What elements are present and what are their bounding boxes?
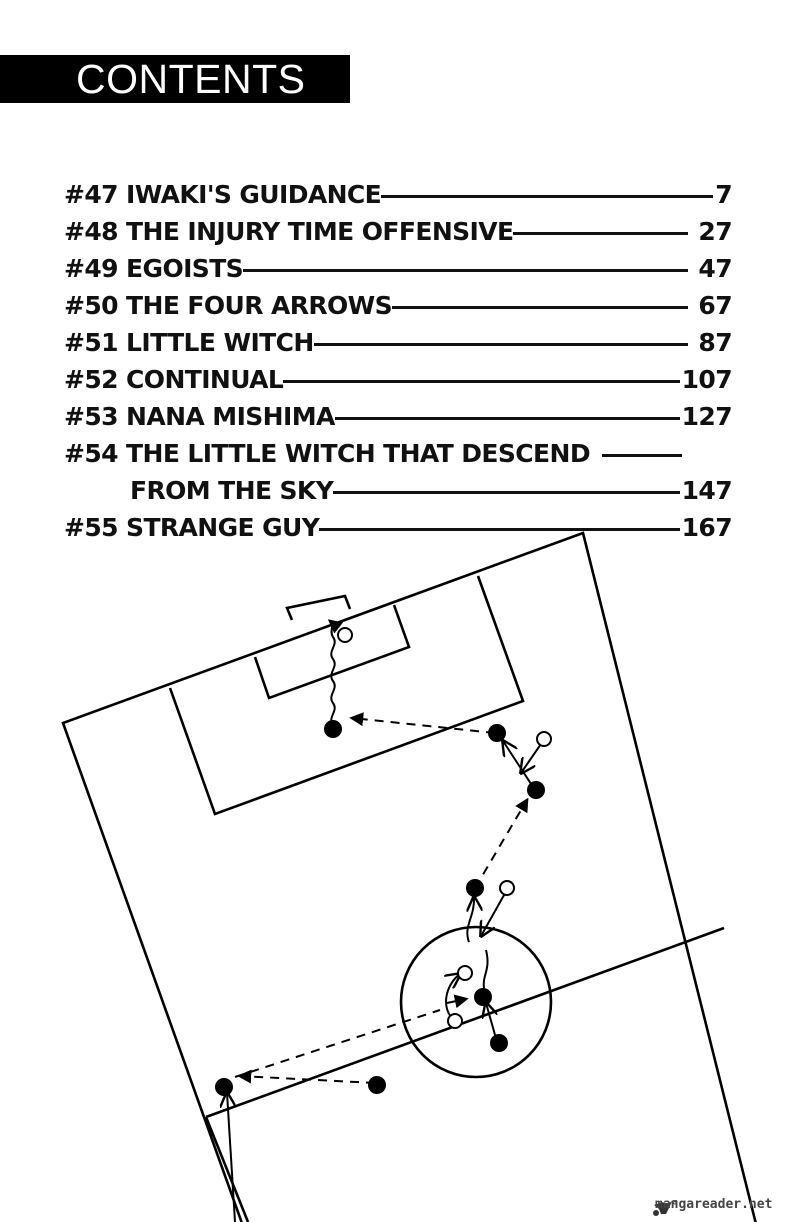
- toc-entry[interactable]: #49 EGOISTS 47: [64, 250, 733, 287]
- toc-entry-continuation[interactable]: FROM THE SKY 147: [64, 472, 733, 509]
- player-open: [457, 965, 473, 981]
- toc-entry-page: 47: [698, 254, 732, 283]
- leader-line: [513, 232, 689, 235]
- watermark-logo-icon: [653, 1200, 678, 1216]
- run-line: [467, 897, 474, 943]
- run-line: [503, 741, 536, 791]
- toc-entry-page: 7: [715, 180, 732, 209]
- toc-entry[interactable]: #50 THE FOUR ARROWS 67: [64, 287, 733, 324]
- toc-entry-title: #49 EGOISTS: [64, 254, 244, 283]
- run-line: [227, 1093, 236, 1222]
- toc-entry[interactable]: #52 CONTINUAL 107: [64, 361, 733, 398]
- toc-entry[interactable]: #47 IWAKI'S GUIDANCE 7: [64, 176, 733, 213]
- pass-line: [349, 712, 496, 734]
- toc-entry-page: 127: [681, 402, 733, 431]
- toc-entry-title: #54 THE LITTLE WITCH THAT DESCEND: [64, 439, 591, 468]
- toc-entry-title: #50 THE FOUR ARROWS: [64, 291, 393, 320]
- field-outline: [61, 531, 757, 1222]
- toc-entry-page: 87: [698, 328, 732, 357]
- leader-line: [381, 195, 714, 198]
- leader-line: [319, 528, 680, 531]
- toc-entry-page: 67: [698, 291, 732, 320]
- leader-line: [283, 380, 680, 383]
- player-filled: [490, 1034, 508, 1052]
- toc-entry-title: #47 IWAKI'S GUIDANCE: [64, 180, 382, 209]
- player-open: [447, 1013, 463, 1029]
- leader-line: [392, 306, 689, 309]
- player-filled: [527, 781, 545, 799]
- leader-line: [243, 269, 689, 272]
- leader-line: [333, 491, 680, 494]
- player-open: [499, 880, 515, 896]
- player-filled: [368, 1076, 386, 1094]
- toc-entry-title: #53 NANA MISHIMA: [64, 402, 335, 431]
- lower-left-line: [204, 1116, 250, 1222]
- leader-line: [334, 417, 680, 420]
- pass-line: [446, 994, 469, 1009]
- run-line: [481, 887, 509, 936]
- goal: [285, 594, 352, 621]
- toc-entry[interactable]: #54 THE LITTLE WITCH THAT DESCEND: [64, 435, 684, 472]
- toc-entry-page: 167: [681, 513, 733, 542]
- watermark: mangareader.net: [655, 1197, 773, 1212]
- penalty-box: [168, 575, 525, 816]
- dribble-path: [327, 619, 344, 726]
- table-of-contents: #47 IWAKI'S GUIDANCE 7 #48 THE INJURY TI…: [64, 176, 733, 546]
- title-banner: [0, 55, 350, 103]
- player-open: [337, 627, 353, 643]
- toc-entry-title: #48 THE INJURY TIME OFFENSIVE: [64, 217, 514, 246]
- toc-entry-page: 107: [681, 365, 733, 394]
- run-line: [521, 740, 544, 773]
- leader-line: [602, 454, 682, 457]
- toc-entry-title: #55 STRANGE GUY: [64, 513, 320, 542]
- toc-entry[interactable]: #53 NANA MISHIMA 127: [64, 398, 733, 435]
- goal-area: [253, 604, 411, 700]
- pass-line: [474, 797, 529, 889]
- player-filled: [474, 988, 492, 1006]
- toc-entry-page: 147: [681, 476, 733, 505]
- center-circle: [399, 925, 553, 1079]
- pass-line: [237, 1069, 376, 1084]
- player-filled: [324, 720, 342, 738]
- player-filled: [488, 724, 506, 742]
- toc-entry-title: FROM THE SKY: [130, 476, 334, 505]
- pass-line: [234, 1009, 441, 1078]
- page-title: CONTENTS: [76, 56, 306, 102]
- player-open: [536, 731, 552, 747]
- toc-entry[interactable]: #48 THE INJURY TIME OFFENSIVE 27: [64, 213, 733, 250]
- run-line: [482, 949, 489, 989]
- player-filled: [215, 1078, 233, 1096]
- toc-entry-page: 27: [698, 217, 732, 246]
- toc-entry[interactable]: #55 STRANGE GUY 167: [64, 509, 733, 546]
- player-filled: [466, 879, 484, 897]
- halfway-line: [205, 926, 725, 1119]
- toc-entry-title: #51 LITTLE WITCH: [64, 328, 314, 357]
- toc-entry[interactable]: #51 LITTLE WITCH 87: [64, 324, 733, 361]
- toc-entry-title: #52 CONTINUAL: [64, 365, 284, 394]
- run-line: [446, 974, 460, 1021]
- leader-line: [313, 343, 689, 346]
